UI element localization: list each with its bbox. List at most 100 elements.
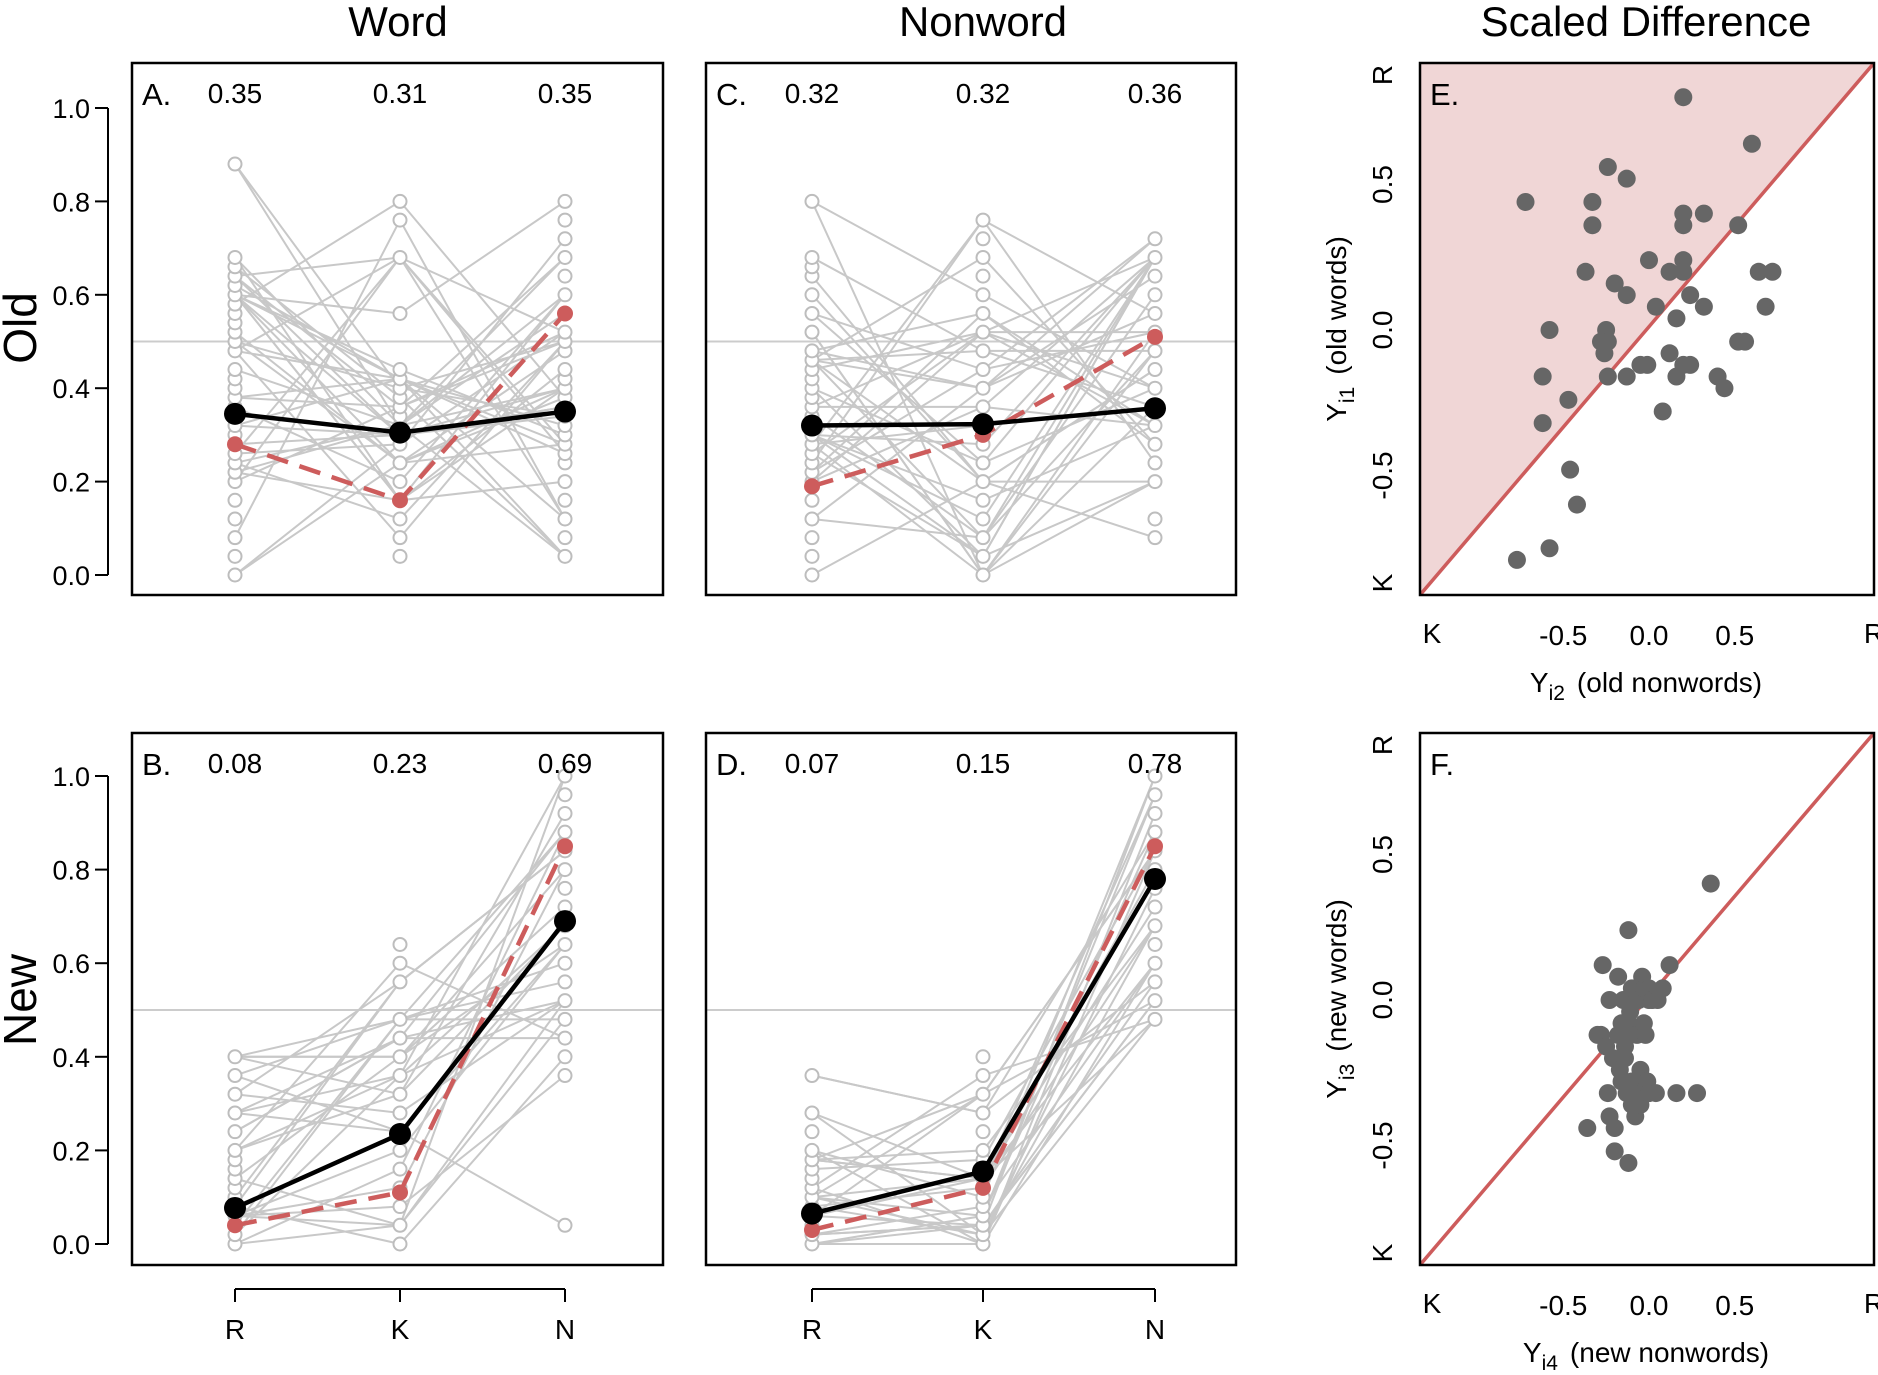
x-axis-label-symbol: Y: [1523, 1337, 1542, 1368]
y-axis-tick-label: 1.0: [52, 762, 90, 792]
participant-point-n: [557, 193, 573, 209]
participant-point-k: [392, 249, 408, 265]
y-axis-tick-label: 0.4: [52, 374, 90, 404]
participant-point-n: [557, 212, 573, 228]
scatter-point: [1638, 355, 1657, 374]
scatter-point: [1583, 192, 1602, 211]
scatter-point: [1605, 1142, 1624, 1161]
scatter-point: [1617, 286, 1636, 305]
scatter-point: [1674, 88, 1693, 107]
y-axis-tick-label: 0.6: [52, 281, 90, 311]
mean-value-label: 0.69: [538, 748, 593, 779]
scatter-point: [1729, 216, 1748, 235]
scatter-point: [1559, 390, 1578, 409]
column-title-word: Word: [348, 0, 448, 45]
participant-point-n: [1147, 474, 1163, 490]
participant-point-n: [1147, 1011, 1163, 1027]
panel-frame: [1418, 731, 1876, 1267]
y-axis-end-label-k: K: [1367, 1243, 1398, 1262]
participant-point-n: [557, 1049, 573, 1065]
scatter-point: [1598, 158, 1617, 177]
y-axis-tick-label: 0.4: [52, 1043, 90, 1073]
scatter-point: [1688, 1084, 1707, 1103]
participant-point-n: [557, 249, 573, 265]
participant-point-r: [804, 1068, 820, 1084]
example-participant-point: [804, 478, 820, 495]
panel-letter: A.: [142, 77, 171, 112]
participant-point-n: [1147, 418, 1163, 434]
scatter-point: [1742, 134, 1761, 153]
y-axis-label-symbol: Y: [1321, 1080, 1352, 1099]
y-axis-tick-label: 0.8: [52, 856, 90, 886]
panel-frame: [1418, 61, 1876, 597]
scatter-point: [1578, 1119, 1597, 1138]
participant-point-r: [227, 249, 243, 265]
participant-point-n: [1147, 805, 1163, 821]
participant-point-n: [1147, 918, 1163, 934]
example-participant-point: [1147, 328, 1163, 345]
scatter-point: [1583, 216, 1602, 235]
participant-point-k: [392, 362, 408, 378]
x-axis-tick-label: R: [225, 1314, 245, 1345]
participant-point-n: [1147, 305, 1163, 321]
participant-point-k: [392, 193, 408, 209]
scatter-point: [1615, 1049, 1634, 1068]
participant-point-k: [392, 1086, 408, 1102]
participant-point-r: [227, 567, 243, 583]
scatter-point: [1653, 979, 1672, 998]
participant-point-k: [392, 1030, 408, 1046]
mean-point: [389, 421, 411, 444]
scatter-point: [1701, 874, 1720, 893]
panel-frame: [130, 61, 665, 597]
participant-point-n: [557, 1068, 573, 1084]
participant-point-r: [804, 492, 820, 508]
participant-point-r: [804, 193, 820, 209]
panel-frame: [130, 731, 665, 1267]
row-title-new: New: [0, 953, 46, 1046]
example-participant-point: [975, 1179, 991, 1196]
y-axis-label: Yi3(new words): [1321, 899, 1359, 1099]
participant-point-n: [1147, 287, 1163, 303]
participant-point-r: [227, 492, 243, 508]
scatter-point: [1660, 956, 1679, 975]
x-axis-label-text: (old nonwords): [1577, 667, 1762, 698]
participant-point-r: [804, 530, 820, 546]
participant-point-k: [975, 567, 991, 583]
participant-point-n: [557, 1030, 573, 1046]
mean-value-label: 0.36: [1128, 78, 1183, 109]
y-axis-tick-label: -0.5: [1367, 451, 1398, 499]
participant-point-k: [392, 955, 408, 971]
participant-point-n: [557, 548, 573, 564]
mean-point: [801, 1202, 823, 1225]
participant-point-n: [1147, 380, 1163, 396]
participant-point-k: [975, 1068, 991, 1084]
mean-value-label: 0.08: [208, 748, 263, 779]
panel-plot-area: [1420, 63, 1874, 595]
participant-point-n: [557, 511, 573, 527]
participant-point-k: [392, 1068, 408, 1084]
column-title-scaled-difference: Scaled Difference: [1481, 0, 1812, 45]
example-participant-point: [392, 1184, 408, 1201]
scatter-point: [1600, 991, 1619, 1009]
participant-point-n: [1147, 249, 1163, 265]
y-axis-tick-label: 0.6: [52, 949, 90, 979]
participant-point-r: [227, 156, 243, 172]
panel-letter: C.: [716, 77, 747, 112]
scatter-point: [1533, 367, 1552, 386]
x-axis-end-label-r: R: [1864, 1288, 1878, 1319]
y-axis-tick-label: 0.5: [1367, 165, 1398, 204]
participant-point-k: [975, 511, 991, 527]
panel-letter: B.: [142, 747, 171, 782]
mean-value-label: 0.32: [785, 78, 840, 109]
y-axis-tick-label: 0.2: [52, 468, 90, 498]
participant-point-k: [975, 305, 991, 321]
participant-point-k: [975, 231, 991, 247]
participant-point-n: [557, 1217, 573, 1233]
mean-point: [801, 414, 823, 437]
participant-point-n: [557, 1011, 573, 1027]
participant-point-k: [975, 324, 991, 340]
participant-point-r: [804, 249, 820, 265]
